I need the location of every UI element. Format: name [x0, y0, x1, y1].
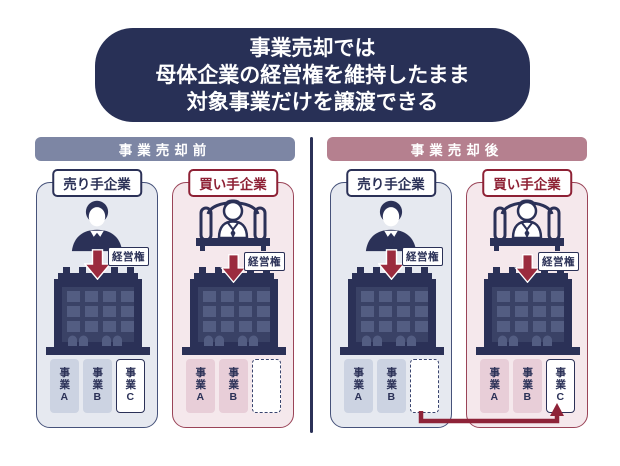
business-block-b: 事業B — [376, 359, 406, 413]
business-blocks: 事業A 事業B 事業C — [37, 359, 157, 413]
authority-label: 経営権 — [108, 247, 149, 266]
business-blocks: 事業A 事業B — [331, 359, 451, 413]
authority-label: 経営権 — [538, 252, 579, 271]
business-block-transferred-slot — [409, 359, 439, 413]
down-arrow-icon — [220, 254, 247, 288]
executive-desk-icon — [194, 192, 272, 259]
banner-line-2: 母体企業の経営権を維持したまま — [155, 63, 470, 87]
business-block-b: 事業B — [218, 359, 248, 413]
down-arrow-icon — [378, 249, 405, 285]
business-block-a: 事業A — [185, 359, 215, 413]
business-block-c-highlighted: 事業C — [115, 359, 145, 413]
business-block-a: 事業A — [343, 359, 373, 413]
executive-desk-icon — [488, 192, 566, 259]
company-card-after-seller: 売り手企業 経営権 事業A 事業B — [330, 169, 452, 428]
company-card-before-buyer: 買い手企業 経営権 事業A 事業B — [172, 169, 294, 428]
down-arrow-icon — [514, 254, 541, 288]
business-block-c-highlighted: 事業C — [545, 359, 575, 413]
transfer-arrow-icon — [405, 393, 585, 443]
section-divider — [310, 137, 313, 433]
business-block-b: 事業B — [512, 359, 542, 413]
company-label: 売り手企業 — [52, 169, 142, 197]
business-block-a: 事業A — [479, 359, 509, 413]
section-header-after: 事業売却後 — [327, 137, 587, 161]
banner-line-3: 対象事業だけを譲渡できる — [186, 90, 439, 114]
banner-line-1: 事業売却では — [249, 36, 376, 60]
title-banner: 事業売却では 母体企業の経営権を維持したまま 対象事業だけを譲渡できる — [95, 28, 530, 122]
business-block-a: 事業A — [49, 359, 79, 413]
company-card-before-seller: 売り手企業 経営権 事業A 事業B 事業C — [36, 169, 158, 428]
business-block-empty-slot — [251, 359, 281, 413]
authority-label: 経営権 — [402, 247, 443, 266]
authority-label: 経営権 — [244, 252, 285, 271]
business-block-b: 事業B — [82, 359, 112, 413]
company-label: 売り手企業 — [346, 169, 436, 197]
business-blocks: 事業A 事業B — [173, 359, 293, 413]
company-card-after-buyer: 買い手企業 経営権 事業A 事業B 事業C — [466, 169, 588, 428]
business-blocks: 事業A 事業B 事業C — [467, 359, 587, 413]
company-label: 買い手企業 — [188, 169, 278, 197]
down-arrow-icon — [84, 249, 111, 285]
section-header-before: 事業売却前 — [35, 137, 295, 161]
company-label: 買い手企業 — [482, 169, 572, 197]
